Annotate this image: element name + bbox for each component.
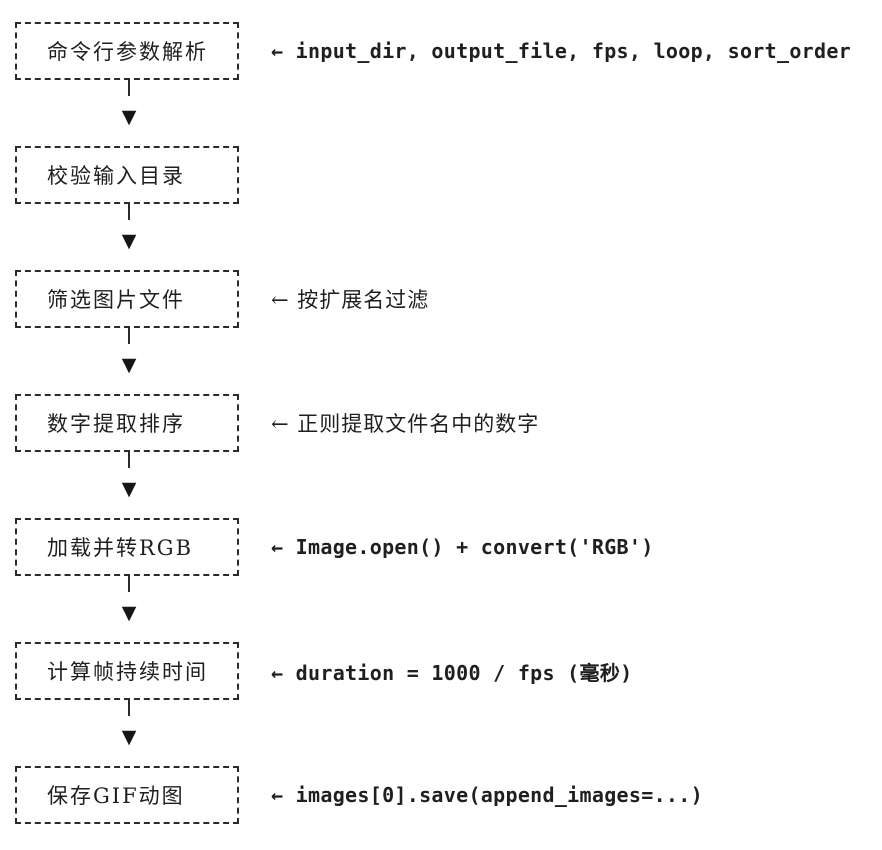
flow-annotation: ← images[0].save(append_images=...) xyxy=(271,783,703,807)
flow-step-save-gif: 保存GIF动图 ← images[0].save(append_images=.… xyxy=(15,766,882,824)
down-arrow-icon: ▼ xyxy=(121,106,137,128)
flow-box-label: 加载并转RGB xyxy=(47,536,194,560)
connector-line xyxy=(128,576,130,592)
connector-line xyxy=(128,204,130,220)
down-arrow-icon: ▼ xyxy=(121,478,137,500)
flow-connector: ▼ xyxy=(15,452,243,518)
down-arrow-icon: ▼ xyxy=(121,230,137,252)
flow-step-parse-args: 命令行参数解析 ← input_dir, output_file, fps, l… xyxy=(15,22,882,80)
flow-box-label: 保存GIF动图 xyxy=(47,784,185,808)
flow-annotation: ← input_dir, output_file, fps, loop, sor… xyxy=(271,39,852,63)
flow-step-load-convert-rgb: 加载并转RGB ← Image.open() + convert('RGB') xyxy=(15,518,882,576)
flow-connector: ▼ xyxy=(15,576,243,642)
connector-line xyxy=(128,80,130,96)
flow-box-label: 计算帧持续时间 xyxy=(47,660,208,684)
flow-box-label: 筛选图片文件 xyxy=(47,288,185,312)
flow-annotation: ← 正则提取文件名中的数字 xyxy=(271,412,540,436)
flow-box: 加载并转RGB xyxy=(15,518,239,576)
flow-box: 校验输入目录 xyxy=(15,146,239,204)
flow-connector: ▼ xyxy=(15,80,243,146)
flow-annotation: ← duration = 1000 / fps (毫秒) xyxy=(271,660,633,685)
flow-connector: ▼ xyxy=(15,328,243,394)
flow-step-frame-duration: 计算帧持续时间 ← duration = 1000 / fps (毫秒) xyxy=(15,642,882,700)
flow-connector: ▼ xyxy=(15,700,243,766)
connector-line xyxy=(128,328,130,344)
down-arrow-icon: ▼ xyxy=(121,354,137,376)
flow-annotation: ← Image.open() + convert('RGB') xyxy=(271,535,654,559)
flow-box: 计算帧持续时间 xyxy=(15,642,239,700)
flow-box-label: 命令行参数解析 xyxy=(47,40,208,64)
flow-step-validate-dir: 校验输入目录 xyxy=(15,146,882,204)
flow-box: 筛选图片文件 xyxy=(15,270,239,328)
flow-step-filter-images: 筛选图片文件 ← 按扩展名过滤 xyxy=(15,270,882,328)
flow-box: 数字提取排序 xyxy=(15,394,239,452)
flow-annotation: ← 按扩展名过滤 xyxy=(271,288,430,312)
flow-step-numeric-sort: 数字提取排序 ← 正则提取文件名中的数字 xyxy=(15,394,882,452)
flow-box: 命令行参数解析 xyxy=(15,22,239,80)
connector-line xyxy=(128,700,130,716)
down-arrow-icon: ▼ xyxy=(121,726,137,748)
flow-box-label: 数字提取排序 xyxy=(47,412,185,436)
flow-connector: ▼ xyxy=(15,204,243,270)
connector-line xyxy=(128,452,130,468)
flow-box: 保存GIF动图 xyxy=(15,766,239,824)
flow-box-label: 校验输入目录 xyxy=(47,164,185,188)
down-arrow-icon: ▼ xyxy=(121,602,137,624)
